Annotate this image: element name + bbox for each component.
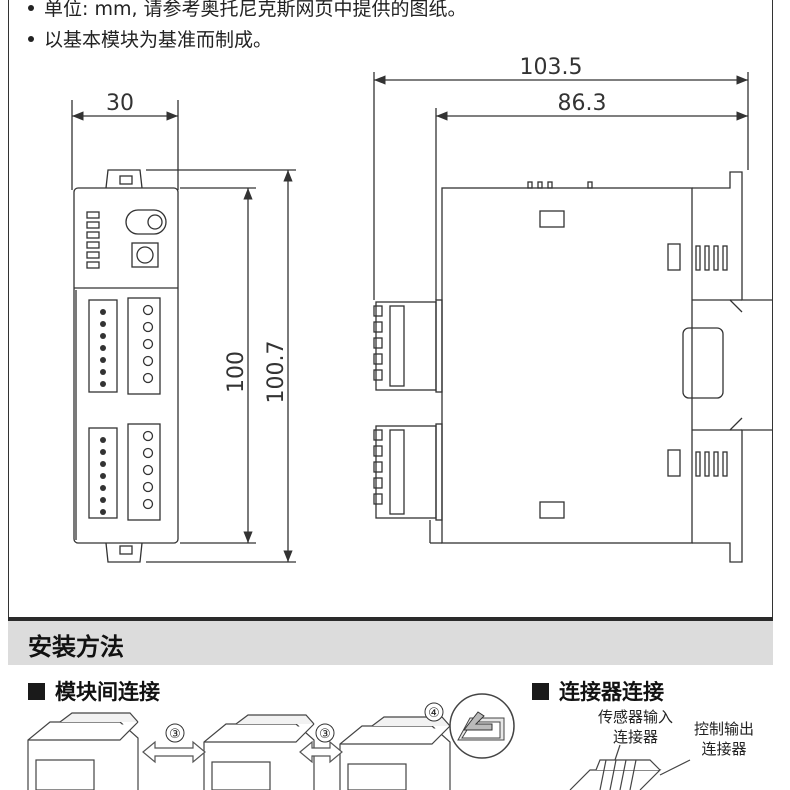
square-bullet-icon [532, 682, 549, 700]
module-illustration [339, 716, 451, 790]
side-view [373, 72, 772, 563]
step-arrow [142, 740, 206, 764]
connector-connection-heading: 连接器连接 [532, 676, 664, 706]
front-view [71, 100, 296, 563]
module-illustration [27, 712, 139, 790]
step-badge: ③ [315, 723, 335, 743]
note-item: 单位: mm, 请参考奥托尼克斯网页中提供的图纸。 [28, 0, 467, 25]
module-illustration [203, 714, 315, 790]
zoom-detail-circle [449, 693, 515, 759]
note-item: 以基本模块为基准而制成。 [28, 25, 467, 56]
dimension-drawing: 30 100 100.7 [71, 55, 772, 563]
section-header: 安装方法 [8, 617, 773, 665]
module-connection-heading: 模块间连接 [28, 676, 160, 706]
notes-list: 单位: mm, 请参考奥托尼克斯网页中提供的图纸。 以基本模块为基准而制成。 [28, 0, 467, 56]
step-badge: ③ [165, 723, 185, 743]
svg-text:③: ③ [319, 727, 331, 742]
sensor-input-connector-label: 传感器输入 连接器 [598, 708, 674, 746]
connector-illustration [569, 744, 691, 790]
square-bullet-icon [28, 682, 45, 700]
dim-height-inner: 100 [224, 351, 249, 393]
step-arrow [299, 740, 343, 764]
dim-side-overall-width: 103.5 [520, 55, 583, 80]
step-badge: ④ [424, 702, 444, 722]
svg-text:③: ③ [169, 727, 181, 742]
svg-text:④: ④ [428, 706, 440, 721]
dim-height-outer: 100.7 [264, 341, 289, 404]
section-title: 安装方法 [28, 633, 124, 661]
dim-side-body-width: 86.3 [558, 91, 607, 116]
dim-front-width: 30 [106, 91, 134, 116]
control-output-connector-label: 控制输出 连接器 [694, 720, 755, 758]
